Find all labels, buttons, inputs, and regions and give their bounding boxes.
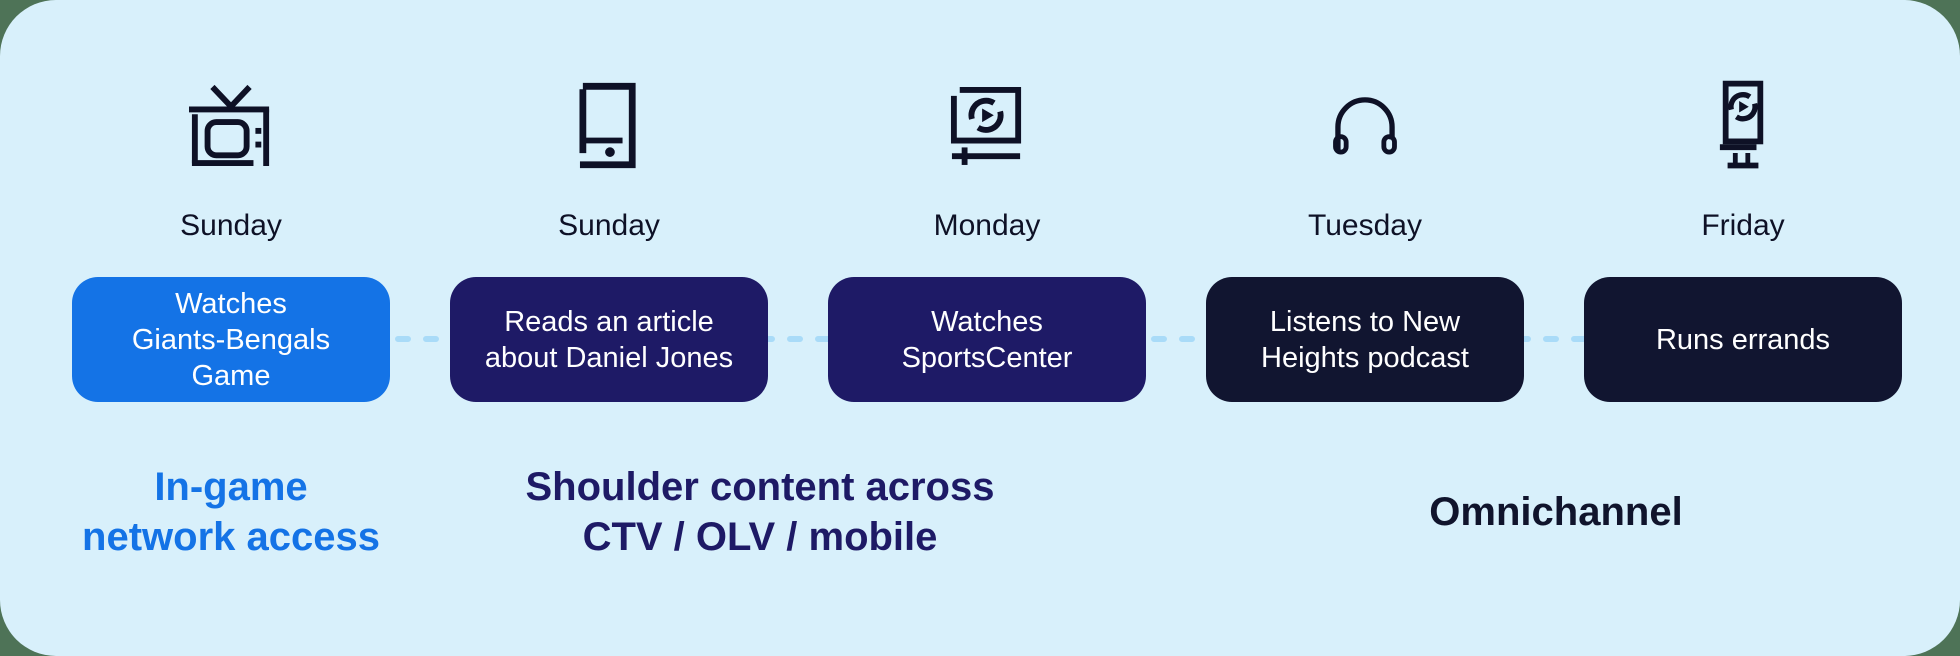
smartphone-icon: [579, 70, 639, 182]
phase-label-shoulder-content: Shoulder content across CTV / OLV / mobi…: [525, 465, 995, 559]
digital-signage-icon: [1717, 70, 1769, 182]
day-label: Sunday: [558, 209, 660, 242]
journey-step: Monday Watches SportsCenter: [798, 0, 1176, 402]
activity-pill: Watches Giants-Bengals Game: [72, 277, 390, 402]
phase-label-omnichannel: Omnichannel: [1429, 490, 1683, 534]
headphones-icon: [1332, 70, 1398, 182]
activity-pill: Reads an article about Daniel Jones: [450, 277, 768, 402]
activity-pill: Watches SportsCenter: [828, 277, 1146, 402]
journey-steps: Sunday Watches Giants-Bengals Game Sunda…: [42, 0, 1932, 402]
day-label: Monday: [933, 209, 1041, 242]
day-label: Sunday: [180, 209, 282, 242]
phase-label-in-game-network-access: In-game network access: [82, 465, 380, 559]
tv-icon: [187, 70, 275, 182]
journey-step: Sunday Reads an article about Daniel Jon…: [420, 0, 798, 402]
journey-step: Tuesday Listens to New Heights podcast: [1176, 0, 1554, 402]
activity-pill: Runs errands: [1584, 277, 1902, 402]
activity-pill: Listens to New Heights podcast: [1206, 277, 1524, 402]
day-label: Tuesday: [1308, 209, 1422, 242]
journey-step: Sunday Watches Giants-Bengals Game: [42, 0, 420, 402]
video-player-icon: [950, 70, 1024, 182]
journey-step: Friday Runs errands: [1554, 0, 1932, 402]
day-label: Friday: [1701, 209, 1785, 242]
